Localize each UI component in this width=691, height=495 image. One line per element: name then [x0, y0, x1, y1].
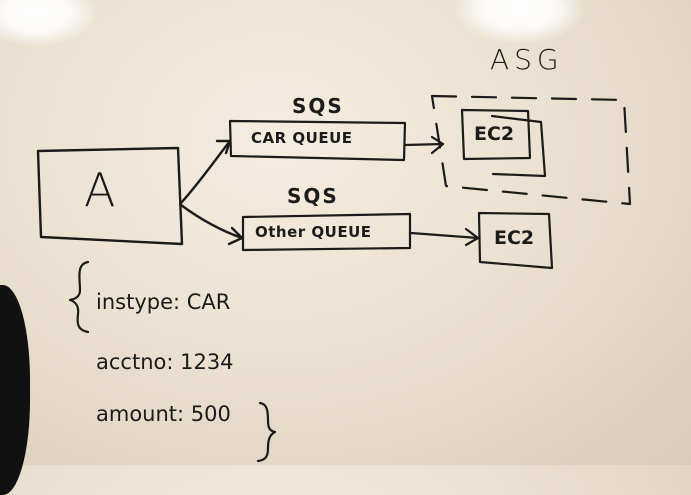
message-line-acctno: acctno: 1234: [96, 350, 234, 374]
other-queue-box: [241, 212, 412, 252]
source-node-label: A: [84, 163, 116, 217]
arrowhead-other-queue-to-ec2: [464, 227, 480, 247]
ec2-standalone-label: EC2: [494, 227, 535, 249]
diagram-strokes: [36, 94, 632, 463]
asg-dashed-border: [430, 94, 632, 206]
close-brace: [256, 401, 277, 463]
ec2-standalone-box: [477, 211, 554, 270]
other-queue-service-label: SQS: [287, 184, 339, 208]
arrow-a-to-other-queue: [179, 203, 244, 240]
ec2-asg-front-box: [460, 108, 532, 161]
arrow-a-to-car-queue: [179, 139, 232, 205]
ec2-asg-label: EC2: [474, 123, 515, 145]
whiteboard: A SQS CAR QUEUE SQS Other QUEUE ASG EC2 …: [0, 0, 632, 495]
asg-label: ASG: [490, 43, 564, 76]
arrow-car-queue-to-ec2: [403, 142, 445, 147]
open-brace: [68, 260, 90, 334]
car-queue-service-label: SQS: [292, 94, 344, 118]
source-box: [36, 146, 184, 246]
car-queue-name: CAR QUEUE: [251, 129, 353, 147]
car-queue-box: [228, 119, 407, 162]
message-line-amount: amount: 500: [96, 402, 231, 426]
other-queue-name: Other QUEUE: [255, 223, 372, 241]
arrow-other-queue-to-ec2: [409, 231, 480, 240]
message-line-instype: instype: CAR: [96, 290, 231, 314]
ec2-asg-back-box: [490, 114, 547, 178]
arrowhead-car-queue-to-ec2: [430, 135, 445, 155]
